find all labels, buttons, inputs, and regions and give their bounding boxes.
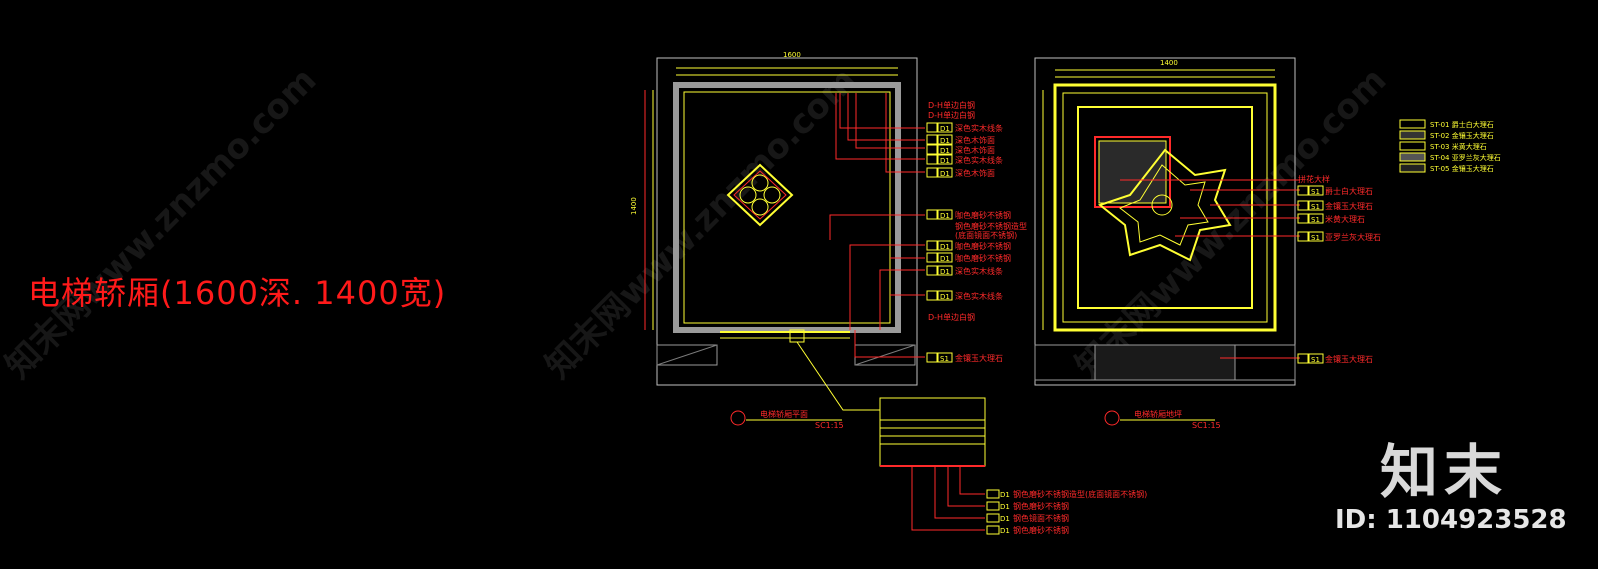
- plan-caption: 电梯轿厢平面: [760, 409, 808, 419]
- drawing-title: 电梯轿厢(1600深. 1400宽): [28, 274, 447, 312]
- plan-label-text: 咖色磨砂不锈钢: [955, 210, 1011, 220]
- legend-item: ST-05 金镶玉大理石: [1430, 164, 1494, 173]
- brand-logo: 知末: [1380, 438, 1509, 506]
- floor-caption: 电梯轿厢地坪: [1134, 409, 1182, 419]
- plan-label-row: D1 深色木饰面: [926, 134, 995, 145]
- detail-label-code: D1: [1000, 527, 1010, 535]
- legend-item: ST-04 亚罗兰灰大理石: [1430, 153, 1501, 162]
- legend-item: ST-01 爵士白大理石: [1430, 120, 1494, 129]
- detail-label-code: D1: [1000, 503, 1010, 511]
- plan-label-code: D1: [940, 268, 950, 276]
- floor-label-text: 亚罗兰灰大理石: [1325, 232, 1381, 242]
- plan-sub-note: D-H单边白钢: [928, 110, 975, 120]
- plan-label-row: D1 深色实木线条: [926, 154, 1003, 165]
- plan-label-code: D1: [940, 293, 950, 301]
- plan-label-text: 深色木饰面: [955, 135, 995, 145]
- floor-label-code: S1: [1311, 216, 1320, 224]
- floor-label-row: S1 爵士白大理石: [1297, 185, 1373, 196]
- plan-label-text: 深色实木线条: [955, 291, 1003, 301]
- floor-label-text: 爵士白大理石: [1325, 186, 1373, 196]
- plan-floor-label: S1 金镶玉大理石: [926, 352, 1003, 363]
- detail-label-text: 钢色镜面不锈钢: [1013, 513, 1069, 523]
- plan-label-text: 深色木饰面: [955, 168, 995, 178]
- plan-label-code: D1: [940, 125, 950, 133]
- plan-label-text: 深色实木线条: [955, 123, 1003, 133]
- plan-label-code: D1: [940, 137, 950, 145]
- plan-label-code: D1: [940, 212, 950, 220]
- detail-label-text: 钢色磨砂不锈钢: [1013, 525, 1069, 535]
- detail-label-row: D1 钢色磨砂不锈钢: [986, 525, 1069, 535]
- plan-label-row: D1 咖色磨砂不锈钢: [926, 209, 1011, 220]
- floor-label-text: 米黄大理石: [1325, 214, 1365, 224]
- detail-label-row: D1 钢色磨砂不锈钢: [986, 501, 1069, 511]
- material-legend: ST-01 爵士白大理石 ST-02 金镶玉大理石 ST-03 米黄大理石 ST…: [1399, 119, 1501, 173]
- plan-top-dim-total: 1600: [783, 51, 801, 59]
- floor-label-row: S1 金镶玉大理石: [1297, 200, 1373, 211]
- plan-sub-note: D-H单边白钢: [928, 100, 975, 110]
- plan-floor-text: 金镶玉大理石: [955, 353, 1003, 363]
- plan-label-code: D1: [940, 147, 950, 155]
- plan-label-code: D1: [940, 170, 950, 178]
- detail-label-row: D1 钢色镜面不锈钢: [986, 513, 1069, 523]
- floor-label-code: S1: [1311, 188, 1320, 196]
- plan-label-code: D1: [940, 243, 950, 251]
- plan-label-row: D1 深色实木线条: [926, 290, 1003, 301]
- floor-label-code: S1: [1311, 234, 1320, 242]
- plan-label-row: D1 深色实木线条: [926, 122, 1003, 133]
- plan-label-code: D1: [940, 157, 950, 165]
- floor-floor-text: 金镶玉大理石: [1325, 354, 1373, 364]
- detail-label-text: 钢色磨砂不锈钢: [1013, 501, 1069, 511]
- plan-floor-code: S1: [940, 355, 949, 363]
- plan-sub-note: D-H单边白钢: [928, 312, 975, 322]
- elevator-floor: 1400 拼花大样 S1 爵士白大理石 S1 金镶玉大理石: [1034, 57, 1381, 430]
- plan-label-text: 咖色磨砂不锈钢: [955, 253, 1011, 263]
- detail-label-code: D1: [1000, 491, 1010, 499]
- plan-label-text: 深色实木线条: [955, 155, 1003, 165]
- plan-label-row: D1 深色木饰面: [926, 167, 995, 178]
- plan-scale: SC1:15: [815, 421, 844, 430]
- plan-label-code: D1: [940, 255, 950, 263]
- legend-item: ST-03 米黄大理石: [1430, 142, 1487, 151]
- floor-label-code: S1: [1311, 203, 1320, 211]
- door-detail: D1 钢色磨砂不锈钢造型(底面镜面不锈钢) D1 钢色磨砂不锈钢 D1 钢色镜面…: [879, 397, 1147, 535]
- floor-label-row: S1 米黄大理石: [1297, 213, 1365, 224]
- detail-label-row: D1 钢色磨砂不锈钢造型(底面镜面不锈钢): [986, 489, 1147, 499]
- floor-label-text: 金镶玉大理石: [1325, 201, 1373, 211]
- floor-floor-code: S1: [1311, 356, 1320, 364]
- plan-label-text: 深色木饰面: [955, 145, 995, 155]
- plan-label-text: 深色实木线条: [955, 266, 1003, 276]
- plan-labels: D1 深色实木线条 D1 深色木饰面 D1 深色木饰面 D1 深色实木线条 D1…: [926, 100, 1027, 363]
- plan-label-row: D1 深色木饰面: [926, 144, 995, 155]
- plan-sub-note: (底面镜面不锈钢): [955, 230, 1017, 240]
- plan-left-dim-total: 1400: [630, 197, 638, 215]
- floor-label-text: 拼花大样: [1298, 174, 1330, 184]
- plan-label-row: D1 咖色磨砂不锈钢: [926, 240, 1011, 251]
- detail-label-text: 钢色磨砂不锈钢造型(底面镜面不锈钢): [1013, 489, 1147, 499]
- image-id: ID: 1104923528: [1335, 505, 1567, 535]
- plan-label-row: D1 咖色磨砂不锈钢: [926, 252, 1011, 263]
- plan-label-text: 咖色磨砂不锈钢: [955, 241, 1011, 251]
- floor-top-dim-total: 1400: [1160, 59, 1178, 67]
- legend-item: ST-02 金镶玉大理石: [1430, 131, 1494, 140]
- floor-label-row: S1 亚罗兰灰大理石: [1297, 231, 1381, 242]
- floor-floor-label: S1 金镶玉大理石: [1297, 353, 1373, 364]
- detail-label-code: D1: [1000, 515, 1010, 523]
- elevator-plan: 1600 1400 电梯轿厢平面: [630, 51, 925, 430]
- floor-scale: SC1:15: [1192, 421, 1221, 430]
- plan-label-row: D1 深色实木线条: [926, 265, 1003, 276]
- plan-sub-note: 钢色磨砂不锈钢造型: [955, 221, 1027, 231]
